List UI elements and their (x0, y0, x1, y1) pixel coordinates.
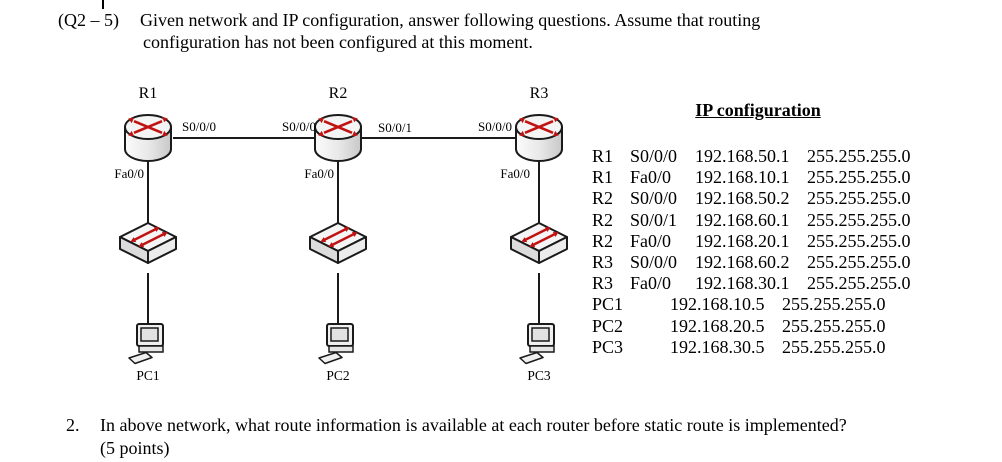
table-row: R3 S0/0/0 192.168.60.2 255.255.255.0 (592, 252, 911, 273)
cell-iface: Fa0/0 (630, 167, 672, 188)
link-switch2-pc2 (337, 273, 339, 325)
iface-label-r2-s0-0-1: S0/0/1 (378, 120, 412, 135)
pc-label-pc2: PC2 (326, 368, 350, 383)
text-cursor-mark (102, 0, 104, 9)
pc-label-pc1: PC1 (136, 368, 160, 383)
cell-mask: 255.255.255.0 (807, 273, 911, 294)
link-r1-switch1 (147, 162, 149, 223)
link-switch1-pc1 (147, 273, 149, 325)
cell-device: PC2 (592, 315, 624, 336)
table-row: PC1 192.168.10.5 255.255.255.0 (592, 294, 911, 315)
question-points: (5 points) (100, 438, 170, 458)
cell-iface: S0/0/0 (630, 146, 678, 166)
iface-label-r3-fa0-0: Fa0/0 (500, 166, 530, 181)
cell-ip: 192.168.20.5 (670, 315, 765, 336)
table-row: R2 S0/0/0 192.168.50.2 255.255.255.0 (592, 188, 911, 209)
cell-ip: 192.168.20.1 (695, 230, 790, 251)
iface-label-r3-s0-0-0: S0/0/0 (478, 119, 512, 134)
question-label: (Q2 – 5) (58, 10, 119, 30)
router-icon (313, 113, 363, 163)
cell-device: R2 (592, 188, 614, 209)
header-line2: configuration has not been configured at… (143, 32, 533, 52)
header-line1: Given network and IP configuration, answ… (140, 10, 761, 30)
iface-label-r1-s0-0-0: S0/0/0 (182, 119, 216, 134)
link-r2-switch2 (337, 162, 339, 223)
cell-mask: 255.255.255.0 (782, 315, 886, 336)
cell-iface: S0/0/0 (630, 251, 678, 272)
question-number: 2. (66, 415, 80, 435)
cell-device: R1 (592, 167, 614, 188)
cell-device: PC3 (592, 336, 624, 357)
serial-link-r2-r3 (362, 137, 515, 139)
ip-config-title: IP configuration (695, 100, 821, 120)
cell-device: R3 (592, 251, 614, 272)
question-text: In above network, what route information… (100, 415, 847, 435)
switch-icon (308, 221, 368, 265)
cell-ip: 192.168.50.1 (695, 146, 790, 166)
cell-mask: 255.255.255.0 (782, 336, 886, 357)
cell-iface: S0/0/1 (630, 209, 678, 230)
router-icon (123, 113, 173, 163)
cell-mask: 255.255.255.0 (807, 188, 911, 209)
iface-label-r1-fa0-0: Fa0/0 (114, 166, 144, 181)
cell-mask: 255.255.255.0 (807, 251, 911, 272)
table-row: R2 Fa0/0 192.168.20.1 255.255.255.0 (592, 231, 911, 252)
router-icon (514, 113, 564, 163)
cell-mask: 255.255.255.0 (807, 146, 911, 166)
iface-label-r2-fa0-0: Fa0/0 (304, 166, 334, 181)
switch-icon (118, 221, 178, 265)
cell-iface: Fa0/0 (630, 273, 672, 294)
table-row: PC3 192.168.30.5 255.255.255.0 (592, 337, 911, 358)
cell-mask: 255.255.255.0 (782, 294, 886, 315)
cell-device: R2 (592, 230, 614, 251)
table-row: R3 Fa0/0 192.168.30.1 255.255.255.0 (592, 273, 911, 294)
table-row: R2 S0/0/1 192.168.60.1 255.255.255.0 (592, 210, 911, 231)
iface-label-r2-s0-0-0: S0/0/0 (282, 119, 316, 134)
cell-ip: 192.168.10.5 (670, 294, 765, 315)
cell-ip: 192.168.60.2 (695, 251, 790, 272)
cell-mask: 255.255.255.0 (807, 167, 911, 188)
cell-device: R2 (592, 209, 614, 230)
router-label-r1: R1 (138, 85, 158, 102)
cell-ip: 192.168.50.2 (695, 188, 790, 209)
pc-label-pc3: PC3 (527, 368, 551, 383)
cell-iface: S0/0/0 (630, 188, 678, 209)
router-label-r3: R3 (529, 85, 549, 102)
cell-iface: Fa0/0 (630, 230, 672, 251)
table-row: R1 S0/0/0 192.168.50.1 255.255.255.0 (592, 146, 911, 167)
cell-mask: 255.255.255.0 (807, 209, 911, 230)
table-row: PC2 192.168.20.5 255.255.255.0 (592, 316, 911, 337)
pc-icon (519, 323, 555, 365)
cell-device: R1 (592, 146, 614, 166)
cell-ip: 192.168.60.1 (695, 209, 790, 230)
cell-device: PC1 (592, 294, 624, 315)
table-row: R1 Fa0/0 192.168.10.1 255.255.255.0 (592, 167, 911, 188)
cell-ip: 192.168.10.1 (695, 167, 790, 188)
router-label-r2: R2 (328, 85, 348, 102)
cell-mask: 255.255.255.0 (807, 230, 911, 251)
link-switch3-pc3 (538, 273, 540, 325)
serial-link-r1-r2 (173, 137, 314, 139)
pc-icon (128, 323, 164, 365)
link-r3-switch3 (538, 162, 540, 223)
cell-ip: 192.168.30.1 (695, 273, 790, 294)
switch-icon (509, 221, 569, 265)
cell-ip: 192.168.30.5 (670, 336, 765, 357)
pc-icon (318, 323, 354, 365)
cell-device: R3 (592, 273, 614, 294)
